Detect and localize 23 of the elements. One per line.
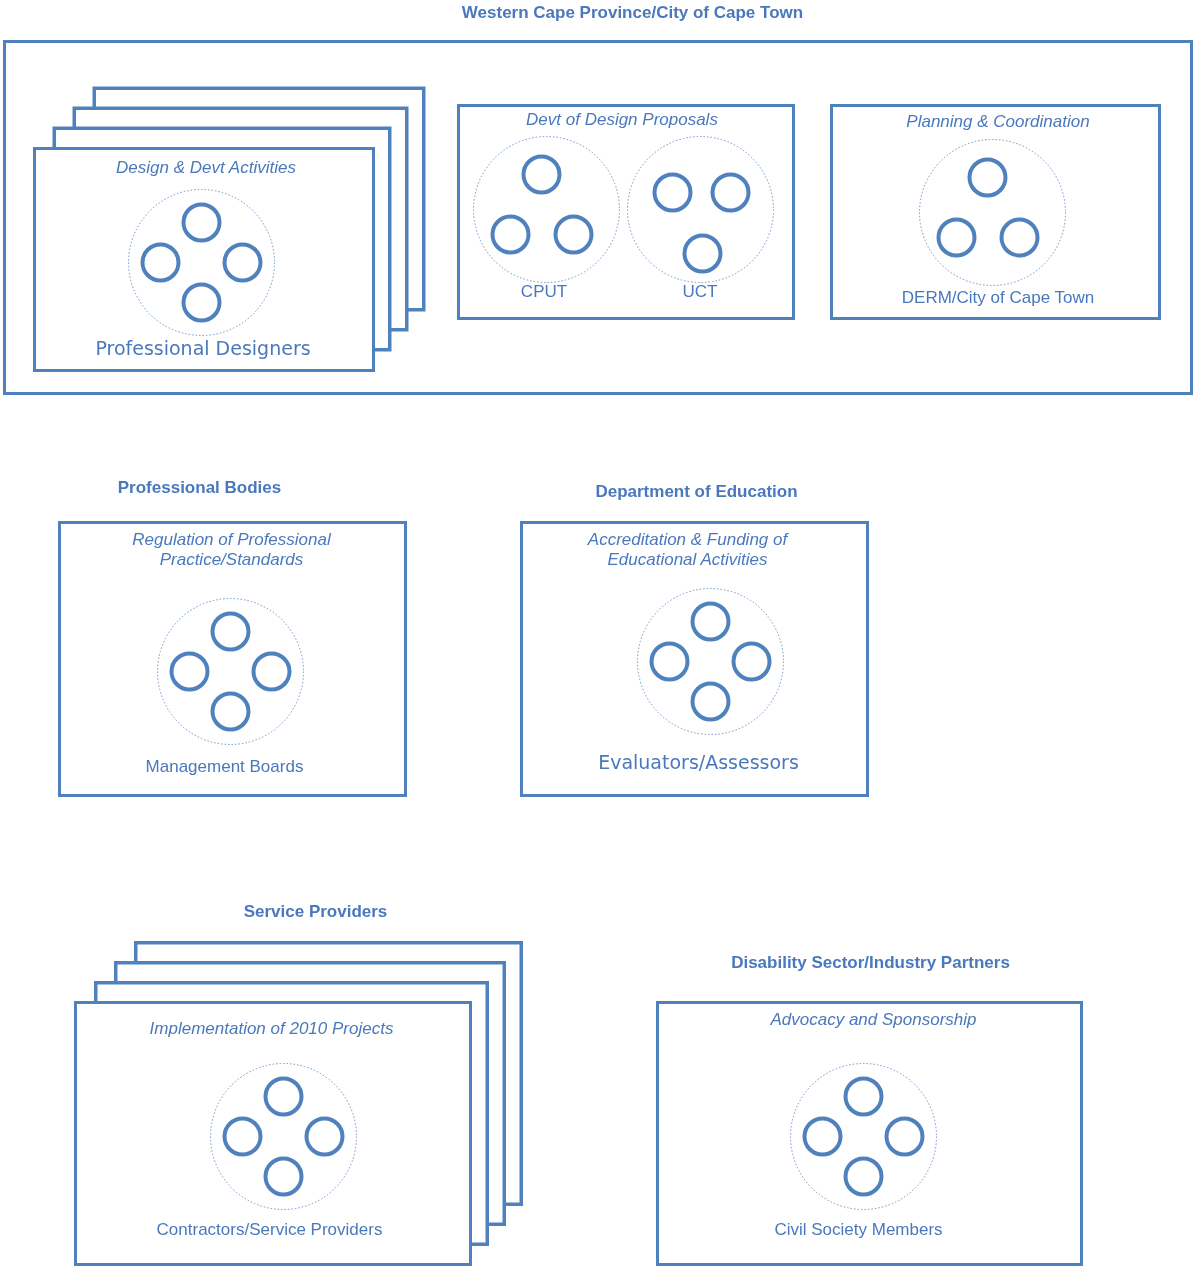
member-label: UCT — [681, 282, 719, 303]
member-label: Civil Society Members — [773, 1219, 944, 1240]
group-heading: Disability Sector/Industry Partners — [730, 952, 1011, 973]
activity-label: Devt of Design Proposals — [525, 110, 719, 131]
group-box — [829, 103, 1161, 320]
member-label: Management Boards — [144, 756, 305, 777]
group-heading: Service Providers — [242, 901, 389, 922]
activity-label: Accreditation & Funding of Educational Activities — [586, 529, 790, 571]
member-label: DERM/City of Cape Town — [900, 288, 1096, 309]
group-heading: Western Cape Province/City of Cape Town — [460, 2, 805, 23]
activity-label: Regulation of Professional Practice/Standards — [131, 529, 332, 571]
activity-label: Advocacy and Sponsorship — [769, 1009, 978, 1030]
member-label: CPUT — [519, 282, 569, 303]
activity-label: Implementation of 2010 Projects — [148, 1018, 395, 1039]
member-label: Contractors/Service Providers — [155, 1219, 384, 1240]
group-heading: Professional Bodies — [116, 477, 283, 498]
group-box — [456, 103, 795, 320]
group-box — [32, 146, 375, 372]
member-label: Evaluators/Assessors — [597, 750, 800, 774]
member-label: Professional Designers — [94, 337, 312, 360]
activity-label: Design & Devt Activities — [115, 158, 297, 179]
group-heading: Department of Education — [594, 481, 799, 502]
activity-label: Planning & Coordination — [905, 112, 1091, 133]
